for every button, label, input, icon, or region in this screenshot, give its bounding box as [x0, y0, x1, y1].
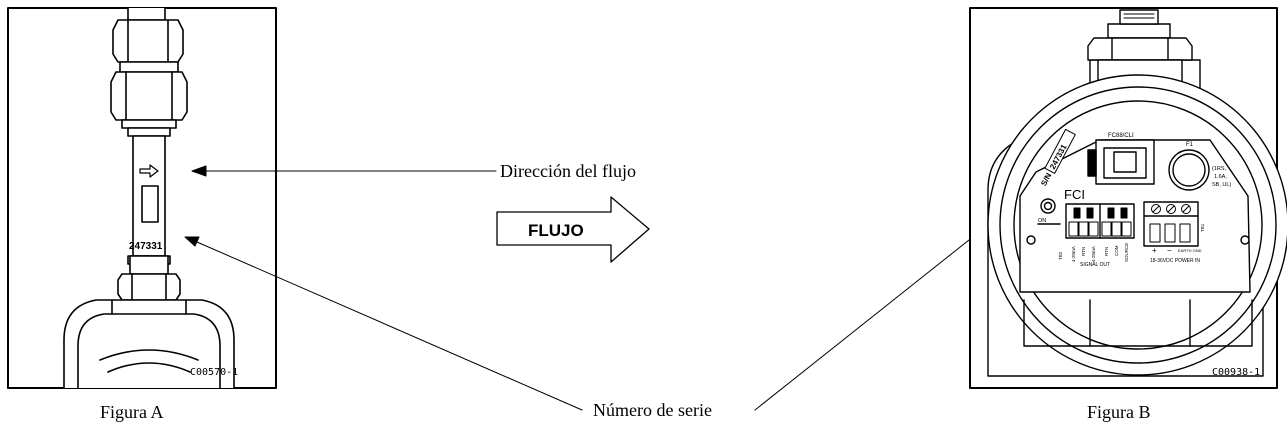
signal-term-5: COM — [1114, 245, 1119, 256]
figure-b-led-label: ON — [1038, 218, 1046, 224]
figure-b-code: C00938-1 — [1212, 367, 1260, 378]
signal-term-6: SOURCE — [1124, 243, 1129, 262]
transmitter-enclosure-drawing — [987, 9, 1287, 377]
figure-b-brand: FCI — [1064, 187, 1085, 202]
signal-term-2: RTN — [1081, 247, 1086, 256]
figure-b: 247331 S/N FCI FC88/CLI F1 (1RS, 1.6A, S… — [969, 7, 1287, 389]
tb1-label: TB1 — [1200, 223, 1205, 232]
figure-b-fuse-spec-3: SB, UL) — [1212, 182, 1231, 188]
figure-b-signal-terminal-labels: TB2 4-20mA RTN 4-20mA RTN COM SOURCE SIG… — [1058, 243, 1129, 268]
figure-b-fuse-spec-1: (1RS, — [1212, 166, 1227, 172]
signal-term-1: 4-20mA — [1071, 246, 1076, 262]
figure-a-serial: 247331 — [129, 241, 163, 252]
callout-leaders — [184, 165, 1051, 411]
signal-out-label: SIGNAL OUT — [1080, 262, 1110, 268]
figure-b-power-terminal-labels: + − EARTH GND TB1 18-36VDC POWER IN — [1150, 223, 1205, 264]
power-plus: + — [1152, 246, 1157, 255]
figure-b-port-label: FC88/CLI — [1108, 133, 1134, 139]
figure-b-fuse-label: F1 — [1186, 142, 1194, 148]
figure-a: 247331 C00570-1 — [7, 7, 277, 389]
figure-b-caption: Figura B — [1087, 402, 1151, 422]
flow-sensor-drawing — [63, 7, 235, 389]
figure-a-caption: Figura A — [100, 402, 164, 422]
flow-arrow-label: FLUJO — [528, 221, 584, 240]
callout-flow-direction: Dirección del flujo — [500, 161, 636, 181]
power-in-label: 18-36VDC POWER IN — [1150, 258, 1200, 264]
power-minus: − — [1167, 246, 1172, 255]
callout-serial-number: Número de serie — [593, 400, 712, 420]
signal-term-4: RTN — [1104, 247, 1109, 256]
figure-b-fuse-spec-2: 1.6A, — [1214, 174, 1227, 180]
earth-gnd-label: EARTH GND — [1178, 248, 1202, 253]
tb2-label: TB2 — [1058, 251, 1063, 260]
flow-arrow: FLUJO — [496, 196, 650, 263]
figure-a-code: C00570-1 — [190, 367, 238, 378]
signal-term-3: 4-20mA — [1091, 246, 1096, 262]
